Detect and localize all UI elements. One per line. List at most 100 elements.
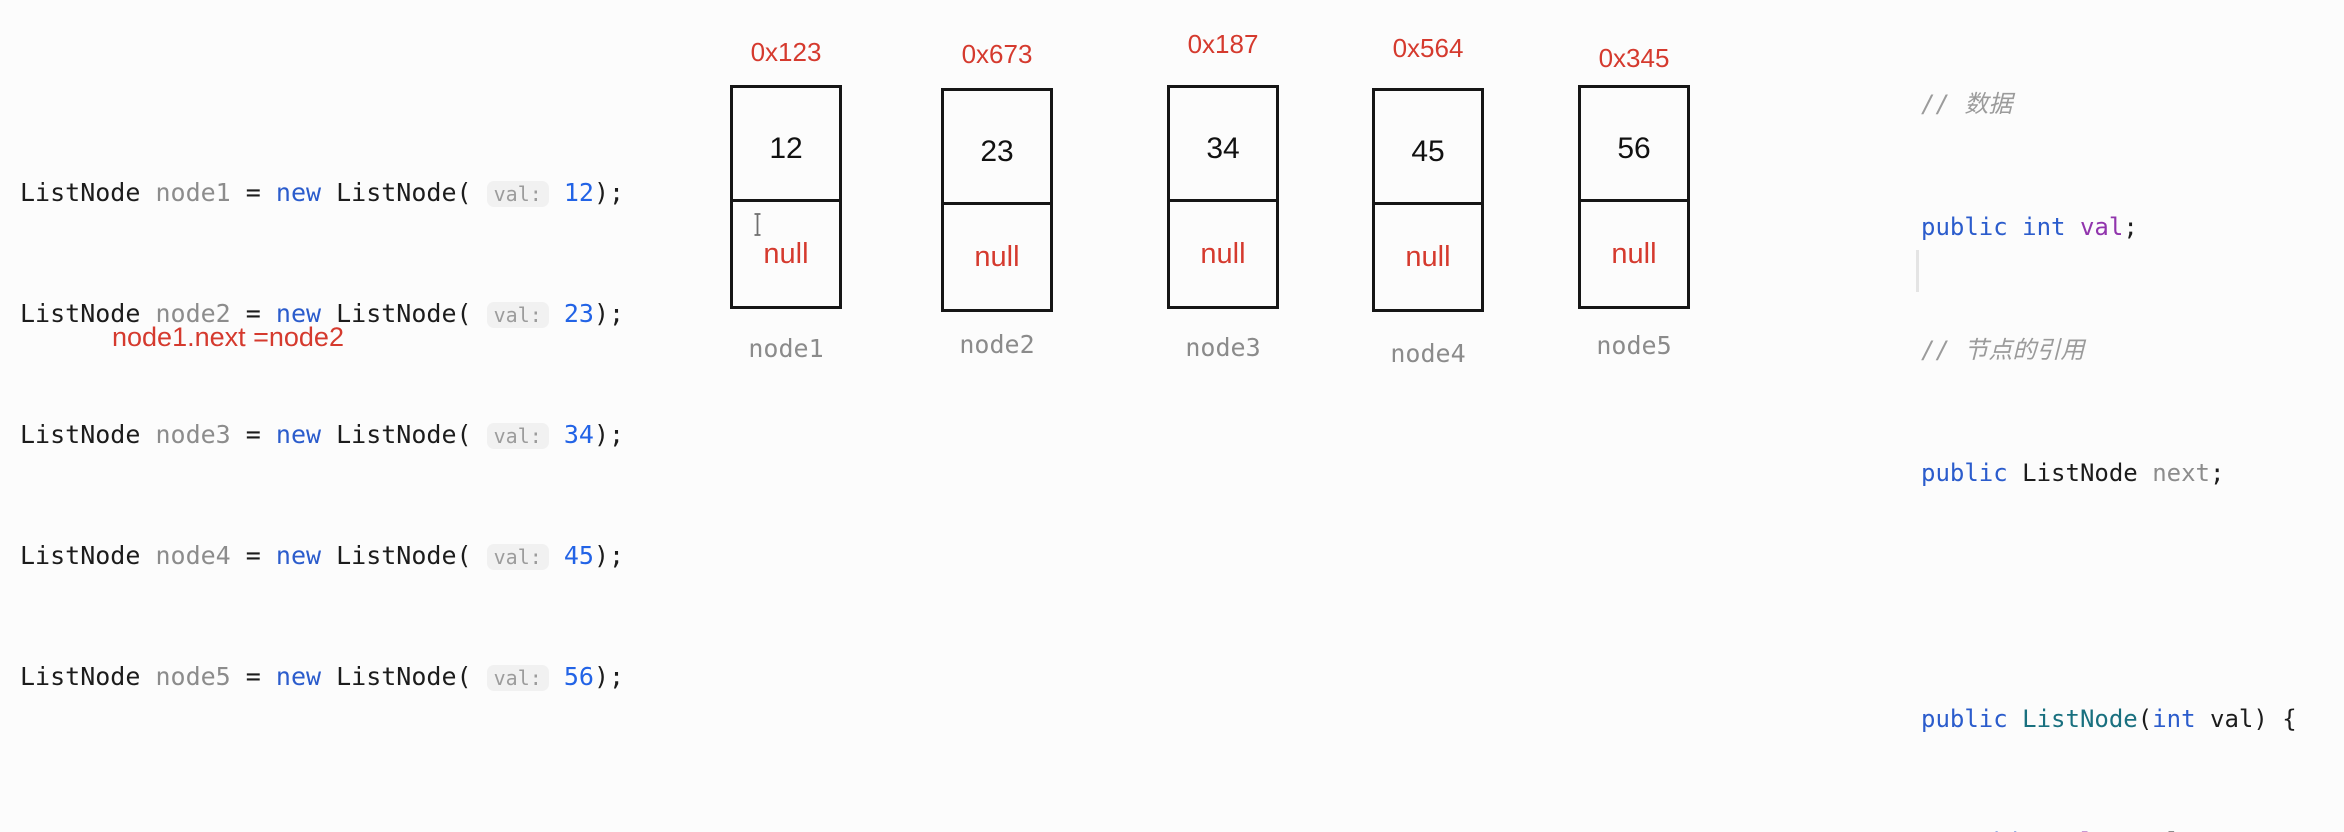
val-cell: 34 xyxy=(1170,88,1276,202)
code-line[interactable] xyxy=(1921,576,2297,617)
next-cell: null xyxy=(944,205,1050,309)
node-box: 45 null xyxy=(1372,88,1484,312)
code-token: ; xyxy=(2123,213,2138,241)
code-line[interactable]: // 数据 xyxy=(1921,84,2297,125)
code-token: ListNode( xyxy=(321,178,487,207)
code-line[interactable]: public int val; xyxy=(1921,207,2297,248)
listnode-diagram-node2: 0x673 23 null node2 xyxy=(941,0,1053,416)
val-cell: 45 xyxy=(1375,91,1481,205)
code-token: val: xyxy=(486,181,549,207)
next-value: null xyxy=(1611,237,1657,270)
address-label: 0x673 xyxy=(961,39,1033,69)
linked-list-lesson-canvas: ListNode node1 = new ListNode( val: 12);… xyxy=(20,0,2297,832)
next-value: null xyxy=(974,240,1020,273)
code-token: ListNode( xyxy=(321,541,487,570)
node-box: 34 null xyxy=(1167,85,1279,309)
code-token xyxy=(549,299,564,328)
code-line[interactable]: // 节点的引用 xyxy=(1921,330,2297,371)
code-token: = xyxy=(230,299,276,328)
node-name-label: node4 xyxy=(1390,339,1466,368)
code-token: node4 xyxy=(155,541,231,570)
code-token xyxy=(1921,828,1979,832)
code-token: = xyxy=(230,662,276,691)
next-cell: null xyxy=(733,202,839,306)
listnode-diagram-node5: 0x345 56 null node5 xyxy=(1578,0,1690,416)
address-label: 0x345 xyxy=(1598,43,1670,73)
code-token: ); xyxy=(593,662,625,691)
code-token: next xyxy=(2152,459,2210,487)
code-token: ); xyxy=(593,178,625,207)
code-token: ListNode xyxy=(2022,705,2138,733)
code-token: new xyxy=(275,420,322,449)
code-line[interactable]: ListNode node5 = new ListNode( val: 56); xyxy=(20,657,624,698)
code-line[interactable]: public ListNode next; xyxy=(1921,453,2297,494)
code-token: this xyxy=(1979,828,2037,832)
code-token: val: xyxy=(486,544,549,570)
code-token: ); xyxy=(593,541,625,570)
code-token xyxy=(2008,705,2022,733)
code-token: ); xyxy=(593,299,625,328)
code-token xyxy=(549,178,564,207)
code-token: val: xyxy=(486,665,549,691)
node-box: 56 null xyxy=(1578,85,1690,309)
code-token: public xyxy=(1921,459,2008,487)
code-token: val) { xyxy=(2195,705,2297,733)
next-cell: null xyxy=(1170,202,1276,306)
code-token: int xyxy=(2152,705,2196,733)
code-line[interactable]: ListNode node2 = new ListNode( val: 23); xyxy=(20,294,624,335)
code-line[interactable]: ListNode node3 = new ListNode( val: 34); xyxy=(20,415,624,456)
code-token: . xyxy=(2037,828,2051,832)
indent-guide xyxy=(1916,250,1919,292)
code-token: val xyxy=(2079,213,2124,241)
code-token: val: xyxy=(486,302,549,328)
code-token xyxy=(549,420,564,449)
code-token: new xyxy=(275,299,322,328)
code-line[interactable]: ListNode node1 = new ListNode( val: 12); xyxy=(20,173,624,214)
val-cell: 56 xyxy=(1581,88,1687,202)
address-label: 0x123 xyxy=(750,37,822,67)
listnode-diagram-node3: 0x187 34 null node3 xyxy=(1167,0,1279,416)
next-value: null xyxy=(1200,237,1246,270)
code-token: 34 xyxy=(563,420,594,449)
listnode-diagram-node4: 0x564 45 null node4 xyxy=(1372,0,1484,416)
code-token: // 节点的引用 xyxy=(1921,336,2085,364)
code-token: ; xyxy=(2210,459,2225,487)
code-line[interactable]: ListNode node4 = new ListNode( val: 45); xyxy=(20,536,624,577)
code-token xyxy=(549,541,564,570)
code-token: ( xyxy=(2137,705,2153,733)
code-token: 12 xyxy=(563,178,594,207)
code-token xyxy=(2066,213,2080,241)
code-token: node1 xyxy=(155,178,231,207)
code-token: = xyxy=(230,420,276,449)
node-name-label: node5 xyxy=(1596,331,1672,360)
node-name-label: node1 xyxy=(748,334,824,363)
ibeam-cursor-icon xyxy=(752,212,763,245)
node-box: 12 null xyxy=(730,85,842,309)
code-token: node2 xyxy=(155,299,231,328)
code-token: val xyxy=(2051,828,2094,832)
code-token xyxy=(549,662,564,691)
code-line[interactable]: this.val = val; xyxy=(1921,822,2297,832)
code-line[interactable]: public ListNode(int val) { xyxy=(1921,699,2297,740)
node-name-label: node3 xyxy=(1185,333,1261,362)
code-token: ListNode xyxy=(20,662,156,691)
code-token: public xyxy=(1921,705,2008,733)
code-token xyxy=(2008,213,2022,241)
next-cell: null xyxy=(1581,202,1687,306)
code-token: ListNode( xyxy=(321,299,487,328)
listnode-diagram-node1: 0x123 12 null node1 xyxy=(730,0,842,416)
next-cell: null xyxy=(1375,205,1481,309)
node-name-label: node2 xyxy=(959,330,1035,359)
code-token: ListNode xyxy=(20,299,156,328)
val-cell: 12 xyxy=(733,88,839,202)
code-token: 56 xyxy=(563,662,594,691)
code-token: ListNode( xyxy=(321,420,487,449)
code-token: ListNode xyxy=(20,541,156,570)
code-token: = xyxy=(230,541,276,570)
code-token: 45 xyxy=(563,541,594,570)
next-value: null xyxy=(763,237,809,270)
left-code-block[interactable]: ListNode node1 = new ListNode( val: 12);… xyxy=(20,93,624,778)
code-token: new xyxy=(275,662,322,691)
right-code-block[interactable]: // 数据 public int val; // 节点的引用 public Li… xyxy=(1921,2,2297,832)
code-token: 23 xyxy=(563,299,594,328)
